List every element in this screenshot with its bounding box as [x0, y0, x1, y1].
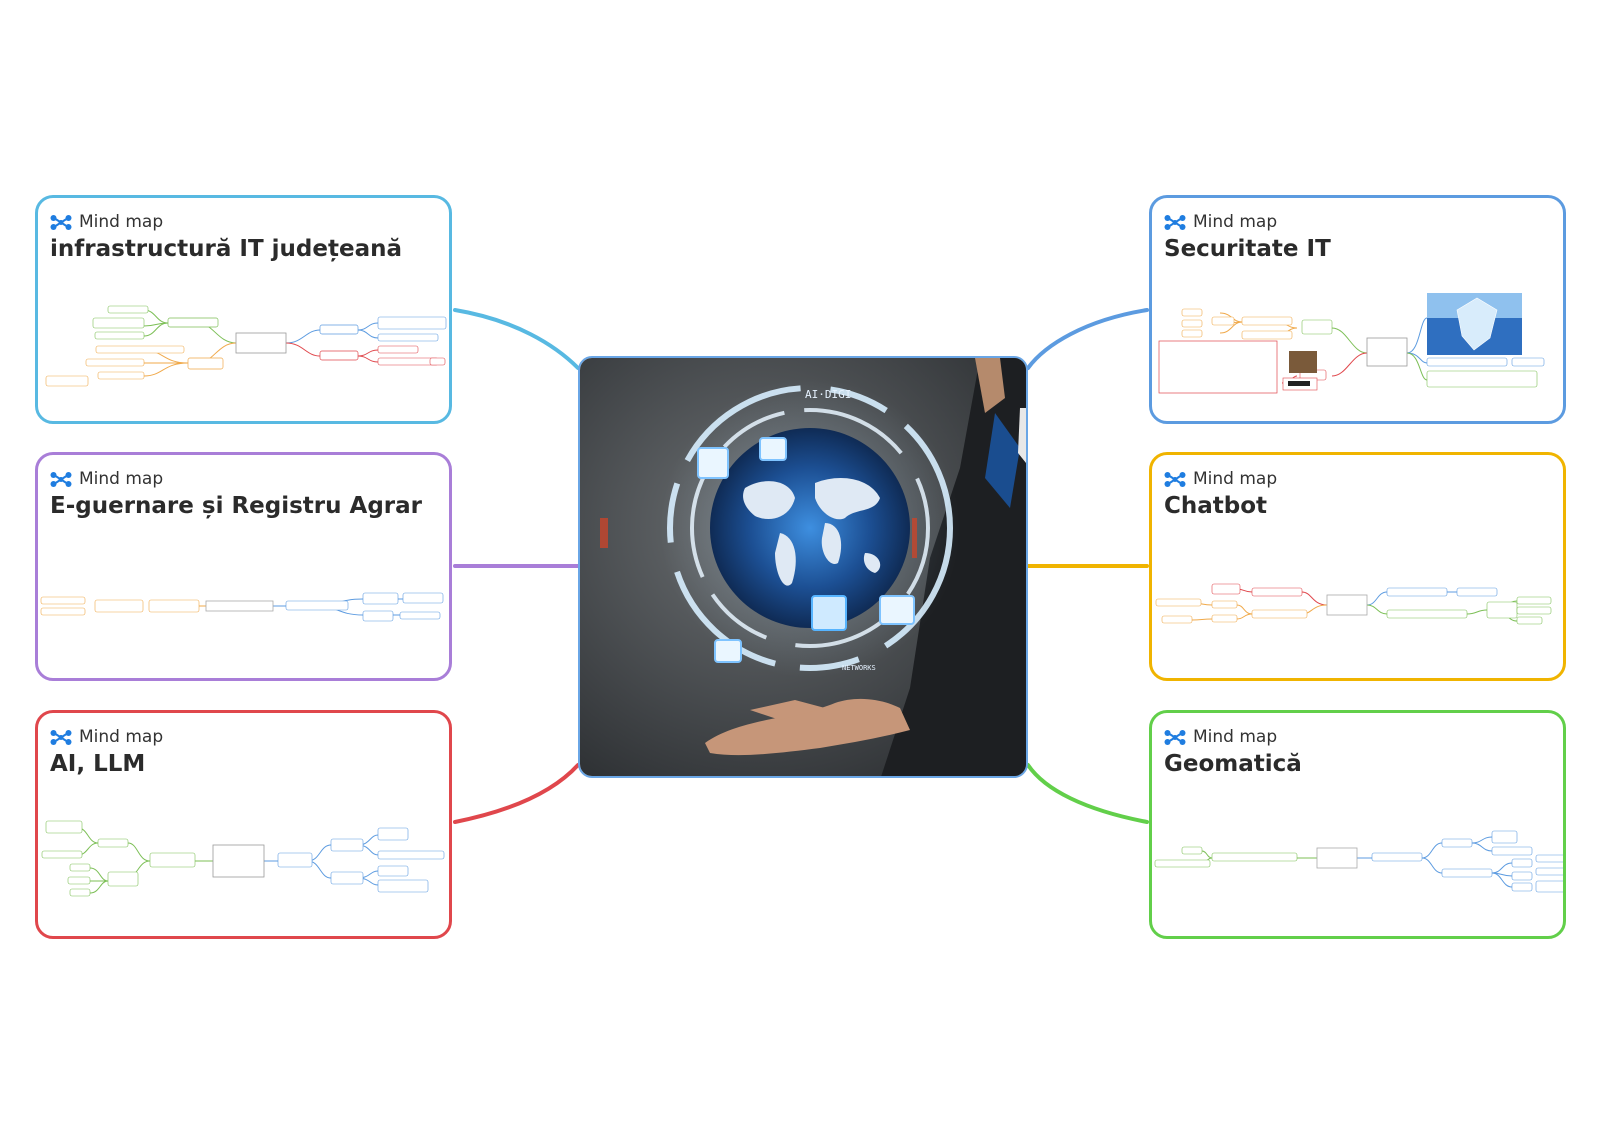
mindmap-icon — [50, 471, 72, 487]
card-kind-label: Mind map — [79, 212, 164, 232]
card-kind-label: Mind map — [79, 469, 164, 489]
mindmap-card-ai-llm[interactable]: Mind map AI, LLM — [35, 710, 452, 939]
mindmap-card-securitate[interactable]: Mind map Securitate IT — [1149, 195, 1566, 424]
hero-illustration: AI·DIGI NETWORKS — [580, 358, 1026, 776]
card-title: E-guernare și Registru Agrar — [50, 493, 422, 519]
mindmap-icon — [1164, 214, 1186, 230]
mindmap-card-geomatica[interactable]: Mind map Geomatică — [1149, 710, 1566, 939]
mindmap-thumbnail — [1158, 293, 1545, 394]
connector-infrastructura — [453, 308, 580, 370]
connector-geomatica — [1026, 763, 1149, 824]
mindmap-thumbnail — [45, 305, 447, 387]
mindmap-card-chatbot[interactable]: Mind map Chatbot — [1149, 452, 1566, 681]
card-kind-label: Mind map — [1193, 727, 1278, 747]
mindmap-card-infrastructura[interactable]: Mind map infrastructură IT județeană — [35, 195, 452, 424]
mindmap-thumbnail — [1155, 583, 1552, 625]
mindmap-card-e-guvernare[interactable]: Mind map E-guernare și Registru Agrar — [35, 452, 452, 681]
ring-label-top: AI·DIGI — [805, 388, 851, 401]
card-title: Securitate IT — [1164, 236, 1331, 262]
card-title: Chatbot — [1164, 493, 1268, 519]
mindmap-icon — [1164, 471, 1186, 487]
ring-label-bottom: NETWORKS — [842, 664, 876, 672]
card-kind-label: Mind map — [79, 727, 164, 747]
card-kind-label: Mind map — [1193, 212, 1278, 232]
card-title: infrastructură IT județeană — [50, 236, 402, 262]
card-title: AI, LLM — [50, 751, 146, 777]
connector-ai-llm — [453, 763, 580, 824]
card-title: Geomatică — [1164, 751, 1302, 777]
mindmap-icon — [1164, 729, 1186, 745]
connector-securitate — [1026, 308, 1149, 370]
mindmap-thumbnail — [40, 592, 444, 622]
mindmap-thumbnail — [1154, 830, 1563, 893]
card-kind-label: Mind map — [1193, 469, 1278, 489]
mindmap-thumbnail — [41, 820, 445, 897]
mindmap-icon — [50, 214, 72, 230]
mindmap-icon — [50, 729, 72, 745]
central-hero-image: AI·DIGI NETWORKS — [578, 356, 1028, 778]
